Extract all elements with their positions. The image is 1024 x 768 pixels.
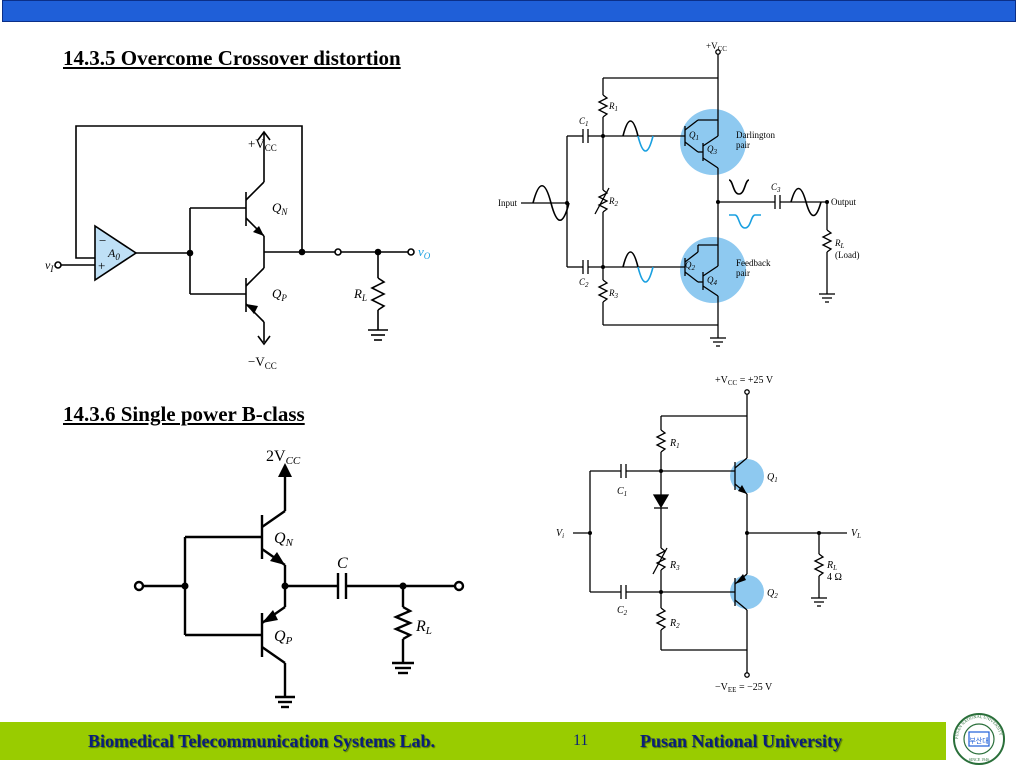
transistor-qp-label: QP [274,628,293,647]
opamp-label: A0 [107,246,120,262]
rl-label: RL [826,560,837,572]
opamp-minus: − [99,233,106,248]
top-bar [2,0,1016,22]
r3-label: R3 [669,560,680,572]
transistor-qn-label: QN [274,530,294,549]
darlington-label-2: pair [736,140,750,150]
r3-label: R3 [608,288,619,300]
load-label: (Load) [835,250,860,260]
section-title-single-power: 14.3.6 Single power B-class [63,402,305,426]
output-label-vo: vO [418,244,431,261]
crossover-opamp-circuit: − + A0 vI vO +VCC −VCC QN QP RL [45,125,431,371]
q3-label: Q3 [707,144,718,156]
university-seal-logo: 부산대 PUSAN NATIONAL UNIVERSITY SINCE 1946 [953,713,1005,765]
rl-value: 4 Ω [827,572,842,583]
q2-label: Q2 [685,260,696,272]
capacitor-c-label: C [337,555,348,572]
input-label-vi: vI [45,258,54,274]
footer-lab-name: Biomedical Telecommunication Systems Lab… [88,731,436,751]
r1-label: R1 [608,101,618,113]
supply-pos-label: +VCC [248,136,277,153]
section-title-crossover: 14.3.5 Overcome Crossover distortion [63,46,401,70]
vcc-label: +VCC = +25 V [715,375,774,387]
footer-bar: Biomedical Telecommunication Systems Lab… [0,722,946,760]
input-label: Input [498,198,517,208]
page-number: 11 [573,732,589,749]
output-label: Output [831,197,857,207]
supply-neg-label: −VCC [248,354,277,371]
q1-label: Q1 [767,472,778,484]
c1-label: C1 [579,116,589,128]
q4-label: Q4 [707,275,718,287]
r2-label: R2 [608,196,619,208]
vl-label: VL [851,528,861,540]
single-power-circuit: 2VCC QN QP C RL [133,448,465,709]
seal-since: SINCE 1946 [969,757,990,762]
feedback-label-2: pair [736,268,750,278]
rl-label: RL [834,238,845,250]
q2-highlight [730,575,764,609]
dual-supply-circuit: +VCC = +25 V −VEE = −25 V R1 R3 R2 C1 C2… [556,375,861,694]
q2-label: Q2 [767,588,778,600]
c2-label: C2 [617,605,628,617]
opamp-plus: + [98,258,105,273]
r1-label: R1 [669,438,680,450]
transistor-qp-label: QP [272,286,287,303]
vee-label: −VEE = −25 V [715,682,773,694]
resistor-rl-label: RL [353,286,367,303]
darlington-highlight [680,109,746,175]
seal-mark: 부산대 [969,736,988,745]
q1-highlight [730,459,764,493]
feedback-label-1: Feedback [736,258,771,268]
supply-2vcc-label: 2VCC [266,448,301,467]
r2-label: R2 [669,618,680,630]
footer-university: Pusan National University [640,731,843,751]
c2-label: C2 [579,277,589,289]
transistor-qn-label: QN [272,200,288,217]
c1-label: C1 [617,486,627,498]
supply-label: +VCC [706,41,727,53]
c3-label: C3 [771,182,781,194]
darlington-feedback-circuit: +VCC R1 R2 R3 C1 C2 C3 Q1 Q3 Q2 Q4 Input… [498,41,860,347]
vi-label: Vi [556,528,564,540]
darlington-label-1: Darlington [736,130,775,140]
q1-label: Q1 [689,130,699,142]
resistor-rl-label: RL [415,618,432,637]
